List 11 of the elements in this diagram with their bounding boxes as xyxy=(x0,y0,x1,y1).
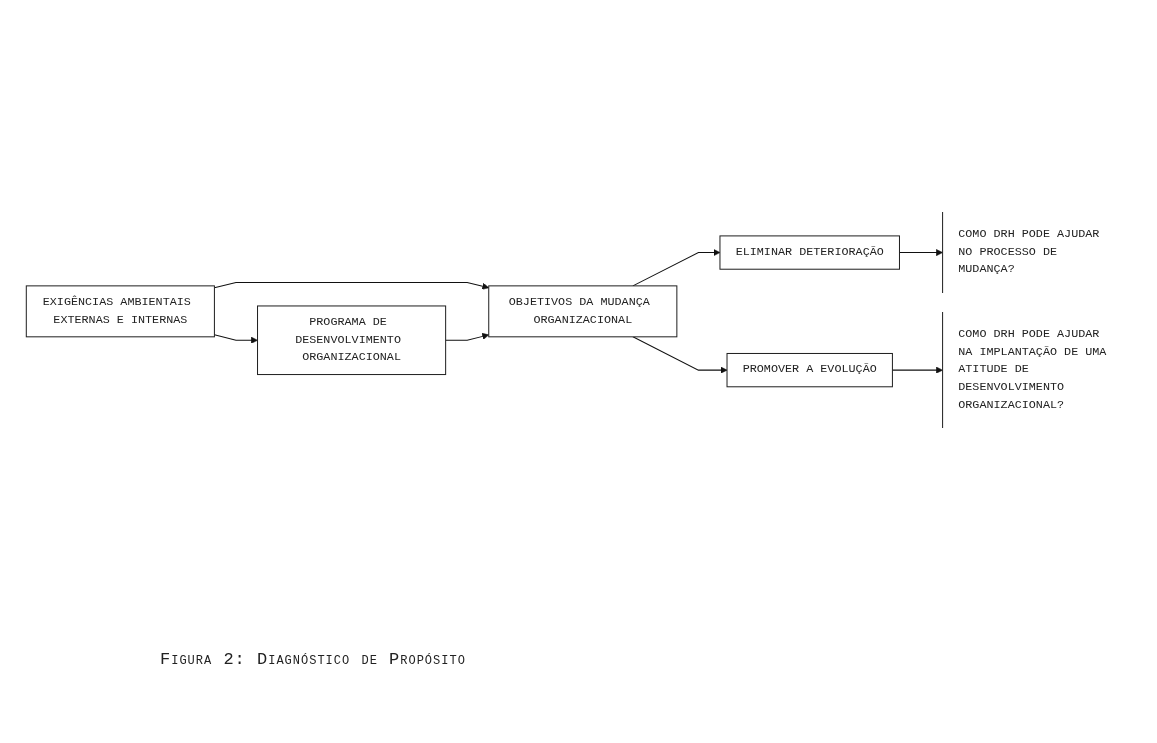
figure-caption: Figura 2: Diagnóstico de Propósito xyxy=(160,650,466,669)
node-box: PROMOVER A EVOLUÇÃO xyxy=(726,352,893,388)
node-box: ELIMINAR DETERIORAÇÃO xyxy=(719,235,900,270)
arrow xyxy=(213,334,258,344)
node-text: COMO DRH PODE AJUDAR NA IMPLANTAÇÃO DE UMA ATITUDE DE DESENVOLVIMENTO ORGANIZACIONAL? xyxy=(958,327,1107,412)
arrow xyxy=(632,336,728,374)
node-text: COMO DRH PODE AJUDAR NO PROCESSO DE MUDANÇA? xyxy=(958,227,1100,277)
arrow xyxy=(445,332,490,341)
node-box: PROGRAMA DE DESENVOLVIMENTO ORGANIZACIONAL xyxy=(257,305,447,375)
node-box: EXIGÊNCIAS AMBIENTAIS EXTERNAS E INTERNAS xyxy=(25,285,215,338)
node-box: OBJETIVOS DA MUDANÇA ORGANIZACIONAL xyxy=(488,285,678,338)
